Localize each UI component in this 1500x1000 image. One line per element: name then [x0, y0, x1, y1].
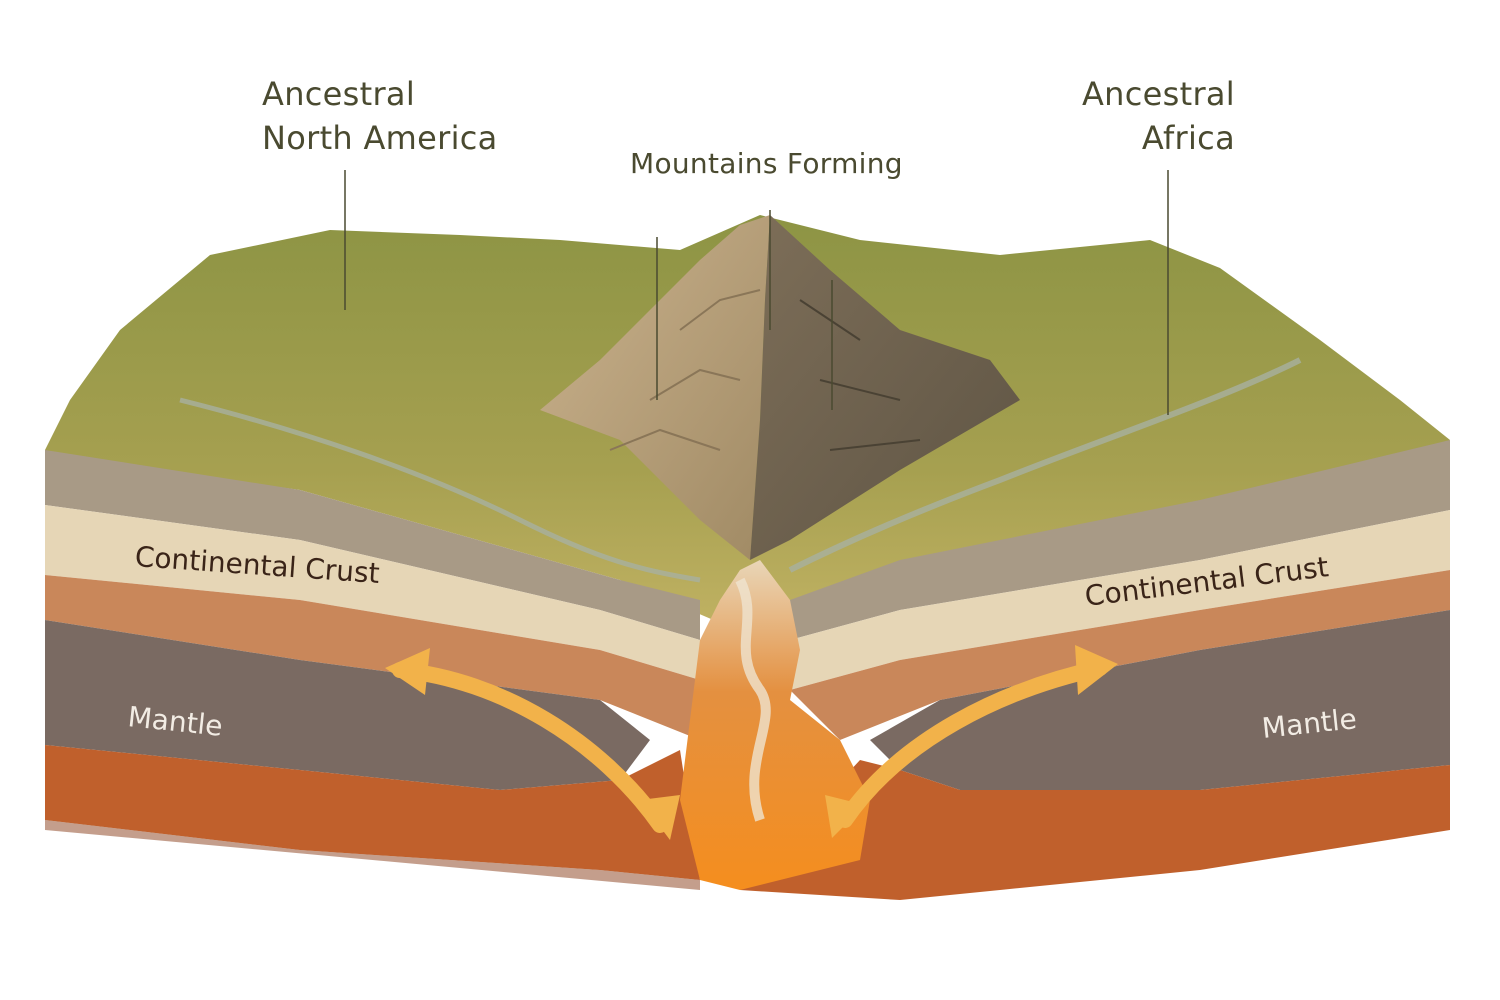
left-mantle [45, 620, 650, 790]
label-mountains-forming: Mountains Forming [630, 147, 903, 180]
mountain-right-face [750, 215, 1020, 560]
label-line: Ancestral [1081, 75, 1235, 113]
left-crust-light [45, 505, 700, 680]
right-mantle [870, 610, 1450, 790]
right-crust-top [790, 440, 1450, 640]
river-left [179, 397, 701, 583]
label-line: Africa [1141, 119, 1235, 157]
right-crust-light [790, 510, 1450, 690]
arrow-right-head-top [1075, 645, 1118, 695]
label-ancestral-north-america: Ancestral North America [262, 72, 498, 160]
arrow-right [837, 660, 1108, 828]
left-deep [45, 745, 700, 880]
magma-plume [680, 560, 870, 890]
arrow-left [392, 662, 668, 833]
right-crust-orange [790, 570, 1450, 740]
label-line: Ancestral [262, 75, 416, 113]
label-ancestral-africa: Ancestral Africa [1082, 72, 1235, 160]
arrow-left-head-bottom [640, 795, 680, 840]
mountain-left-face [540, 215, 770, 560]
river-right [788, 357, 1302, 573]
label-line: North America [262, 119, 498, 157]
right-deep [740, 760, 1450, 900]
arrow-left-head-top [385, 648, 430, 695]
left-crust-orange [45, 575, 700, 740]
arrow-right-head-bottom [825, 795, 865, 838]
left-crust-top [45, 450, 700, 640]
